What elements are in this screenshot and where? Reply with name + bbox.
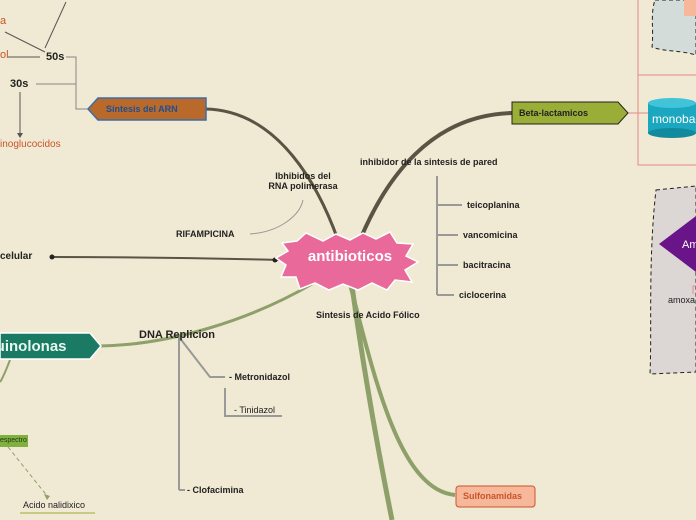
branch-beta xyxy=(358,111,513,241)
n50s-label[interactable]: 50s xyxy=(46,51,65,63)
connector-arn xyxy=(36,56,90,110)
acido-nalidixico-label[interactable]: Acido nalidixico xyxy=(23,500,86,510)
quinolonas-label[interactable]: Quinolonas xyxy=(0,338,67,355)
sintesis-folico-label[interactable]: Sintesis de Acido Fólico xyxy=(316,310,420,320)
branch-sulfonamidas xyxy=(348,283,456,497)
small-bracket-icon xyxy=(692,285,695,294)
sintesis-arn-label[interactable]: Síntesis del ARN xyxy=(106,104,178,114)
salmon-fragment xyxy=(684,0,696,16)
amino-diamond[interactable] xyxy=(659,216,696,272)
amoxa-label[interactable]: amoxa xyxy=(668,295,696,305)
teicoplanina-label[interactable]: teicoplanina xyxy=(467,200,520,210)
monobactamicos-node[interactable] xyxy=(648,98,696,138)
dashed-box-right[interactable] xyxy=(649,185,696,375)
sulfonamidas-node[interactable] xyxy=(455,485,536,508)
espectro-badge[interactable] xyxy=(0,435,28,447)
branch-arn xyxy=(204,107,340,241)
central-topic-shape[interactable] xyxy=(274,231,420,291)
sintesis-arn-node[interactable] xyxy=(86,97,207,121)
aminoglucocidos-label[interactable]: Aminoglucocidos xyxy=(0,139,61,150)
beta-lactamicos-label[interactable]: Beta-lactamicos xyxy=(519,108,589,118)
branch-celular xyxy=(51,256,281,261)
dna-replicion-label[interactable]: DNA Replicion xyxy=(139,329,215,341)
monobactamicos-label[interactable]: monobac xyxy=(652,112,696,126)
connector-ibhibidos xyxy=(249,199,304,235)
connector-quinolonas-down xyxy=(0,359,11,383)
connector-50s xyxy=(4,1,67,58)
pared-celular-label[interactable]: celular xyxy=(0,251,33,262)
branch-down xyxy=(349,285,395,520)
inhibidor-pared-label[interactable]: inhibidor de la sintesis de pared xyxy=(360,157,498,167)
frame-lines-right xyxy=(628,0,696,166)
connector-tree-pared xyxy=(436,176,462,296)
tinidazol-label[interactable]: - Tinidazol xyxy=(234,405,276,415)
connector-espectro xyxy=(7,446,49,498)
espectro-label[interactable]: espectro xyxy=(0,437,27,444)
ciclocerina-label[interactable]: ciclocerina xyxy=(459,290,507,300)
arrow-head-30s xyxy=(17,133,23,138)
branch-quinolonas xyxy=(99,282,313,348)
a-fragment-label: a xyxy=(0,15,7,27)
rifampicina-label[interactable]: RIFAMPICINA xyxy=(176,229,235,239)
sulfonamidas-label[interactable]: Sulfonamidas xyxy=(463,491,523,501)
vancomicina-label[interactable]: vancomicina xyxy=(463,230,518,240)
dot-celular xyxy=(49,254,55,260)
metronidazol-label[interactable]: - Metronidazol xyxy=(229,372,290,382)
n30s-label[interactable]: 30s xyxy=(10,78,29,90)
beta-lactamicos-node[interactable] xyxy=(511,101,629,125)
ol-fragment-label: ol xyxy=(0,49,9,61)
arrow-head-espectro xyxy=(44,494,50,500)
amino-label[interactable]: Am xyxy=(682,239,696,251)
bacitracina-label[interactable]: bacitracina xyxy=(463,260,511,270)
ibhibidos-label[interactable]: Ibhibidos del RNA polimerasa xyxy=(268,171,338,191)
connector-tree-dna xyxy=(178,336,282,491)
quinolonas-node[interactable] xyxy=(0,332,102,360)
central-topic-label[interactable]: antibioticos xyxy=(307,248,393,265)
clofacimina-label[interactable]: - Clofacimina xyxy=(187,485,244,495)
